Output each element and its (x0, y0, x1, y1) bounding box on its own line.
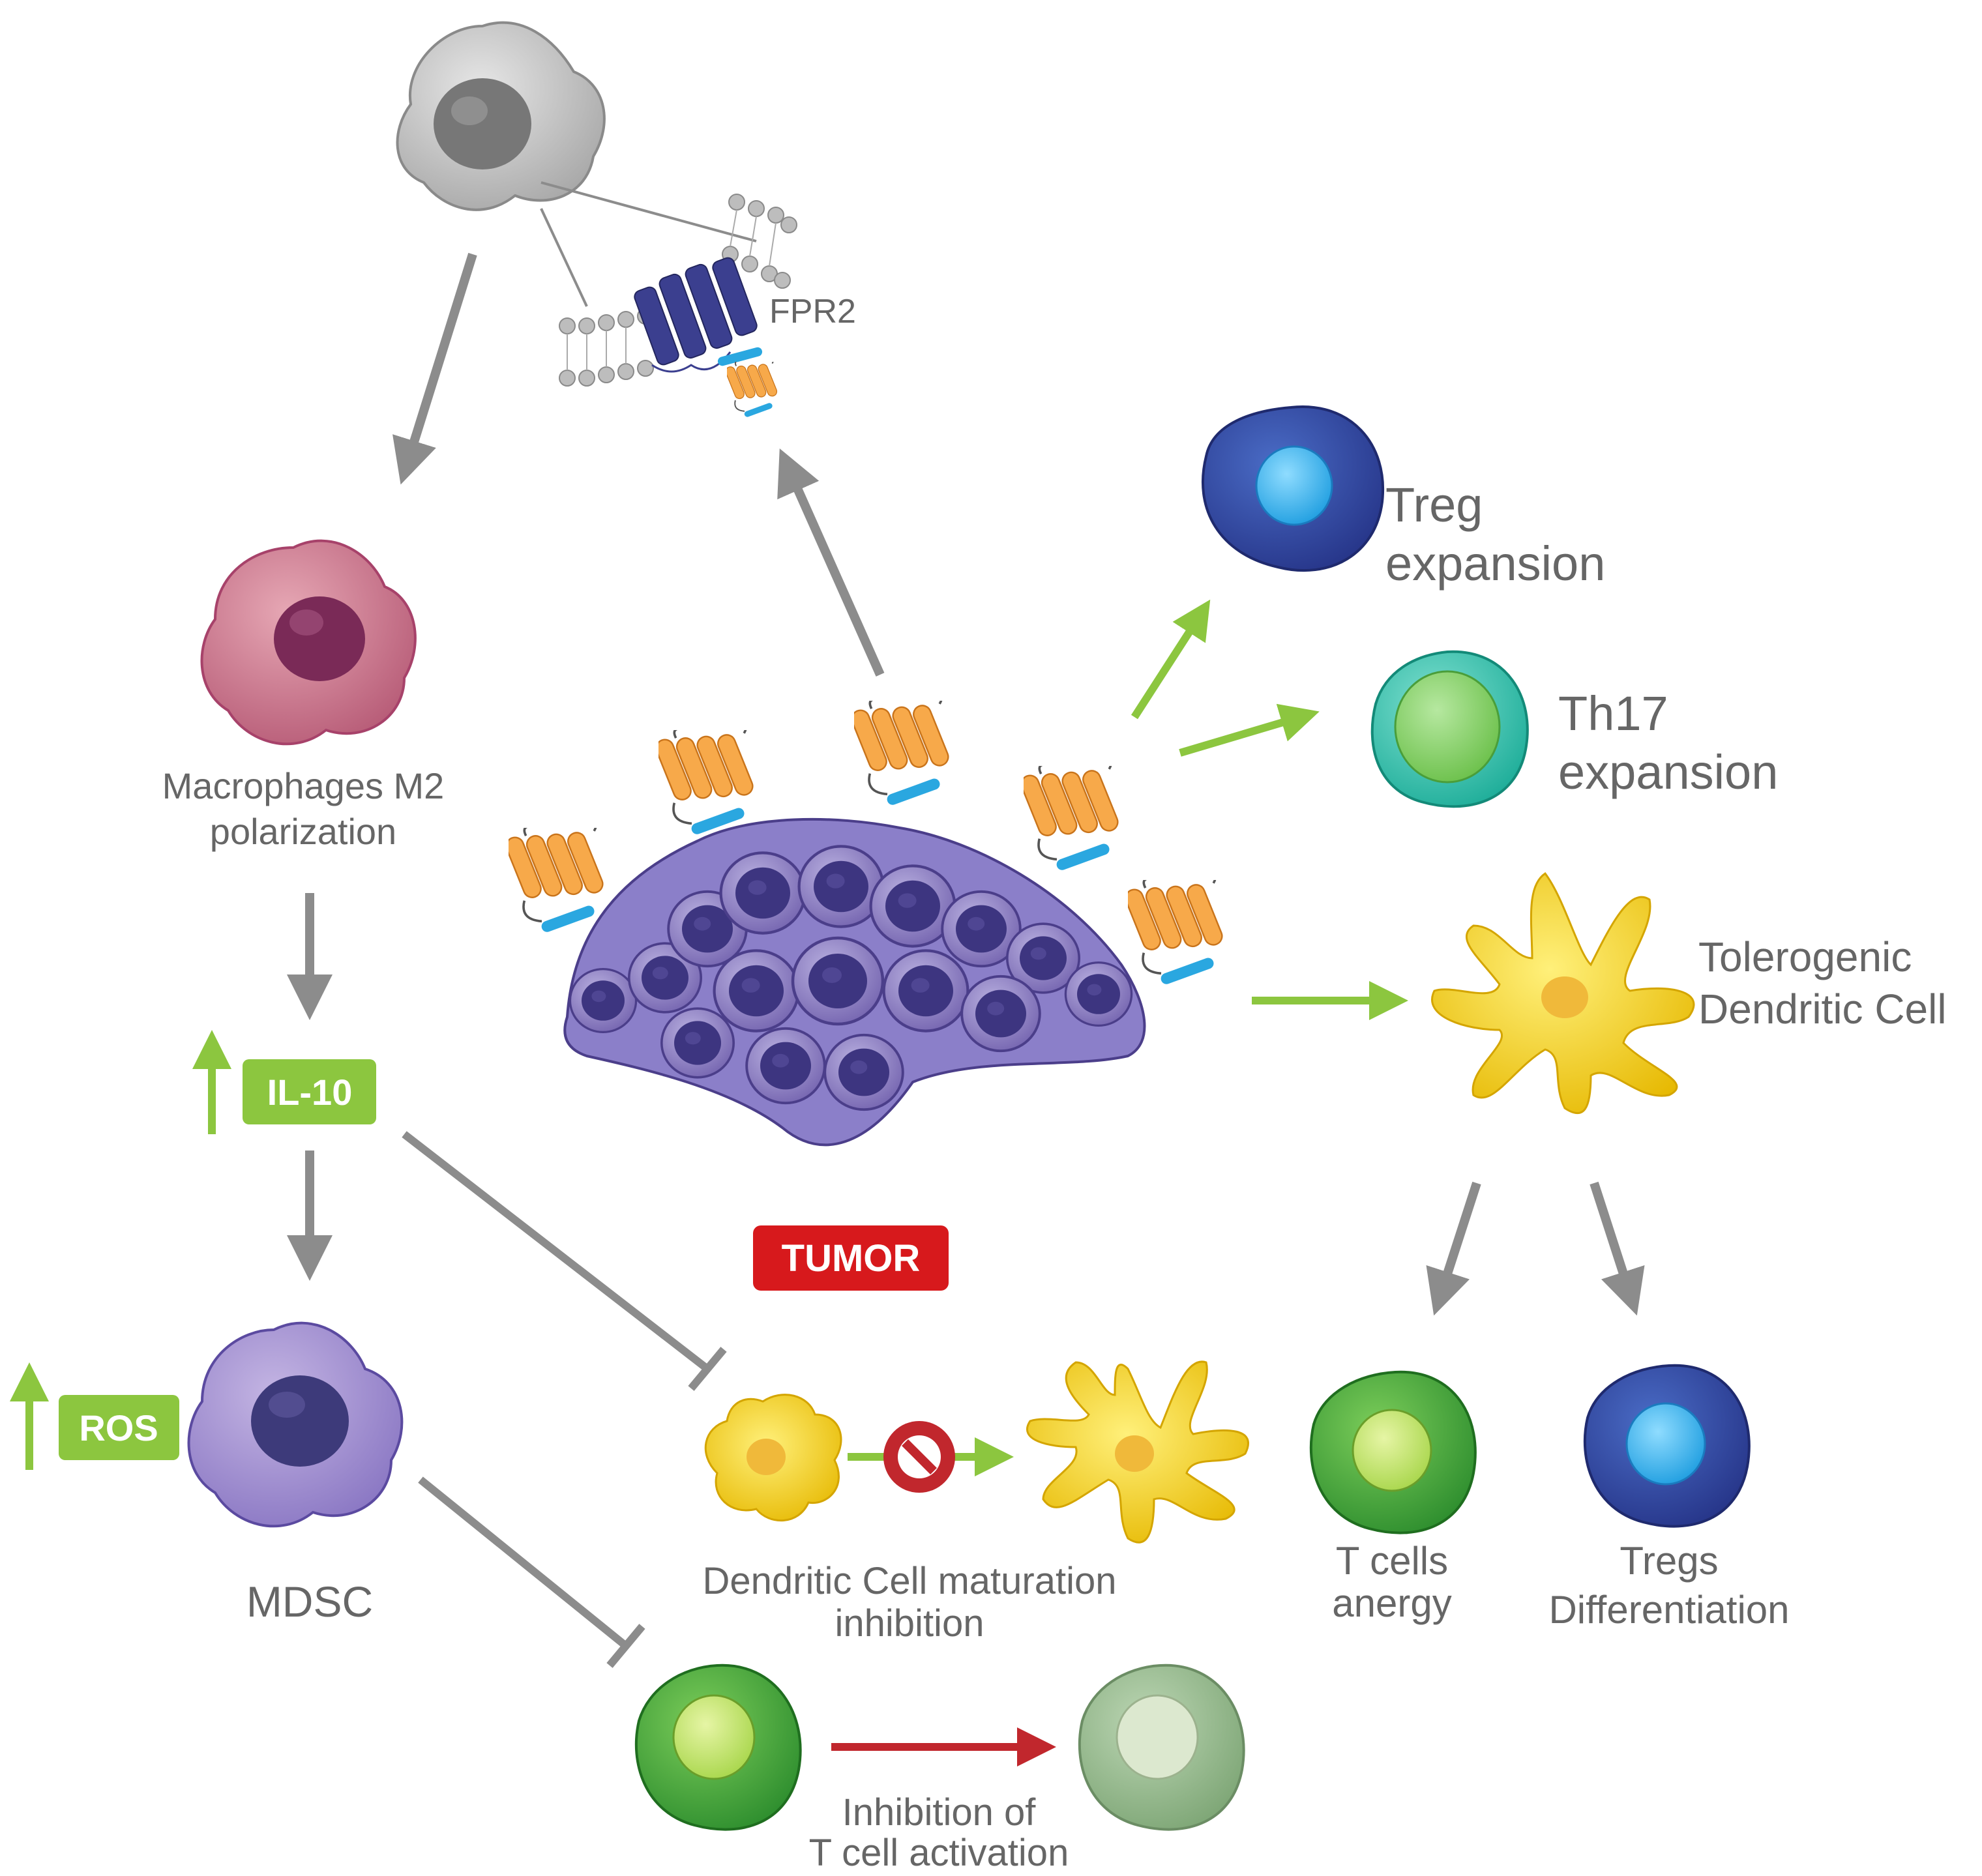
tregs-diff-label-line1: Tregs (1620, 1539, 1718, 1583)
dc-maturation-label-line1: Dendritic Cell maturation (702, 1560, 1116, 1602)
tregs-diff-label-line2: Differentiation (1548, 1588, 1789, 1632)
tcell-activation-label-line2: T cell activation (809, 1832, 1069, 1874)
naive-t-cell-icon (634, 1663, 802, 1831)
immature-dendritic-cell-icon (704, 1394, 842, 1522)
no-entry-icon (883, 1421, 955, 1493)
fpr2-label: FPR2 (769, 293, 856, 330)
il10-label: IL-10 (267, 1072, 353, 1113)
arrow-dc-to-tregs (1590, 1181, 1645, 1316)
arrow-dc-to-anergy (1426, 1181, 1481, 1316)
ros-badge: ROS (59, 1395, 179, 1460)
t-cell-anergy-icon (1309, 1370, 1477, 1534)
arrow-tumor-to-fpr2 (777, 448, 885, 677)
treg-cell-icon (1202, 405, 1385, 572)
arrow-tumor-to-treg (1131, 599, 1211, 720)
peptide-icon (658, 730, 757, 837)
arrow-tumor-to-th17 (1179, 703, 1320, 757)
mdsc-label: MDSC (246, 1577, 373, 1626)
th17-label-line1: Th17 (1558, 686, 1668, 740)
dc-maturation-label-line2: inhibition (835, 1602, 984, 1645)
tolerogenic-label-line1: Tolerogenic (1698, 933, 1912, 980)
inhibition-mdsc-to-tcell (418, 1476, 645, 1668)
arrow-macrophage-to-m2 (392, 252, 477, 485)
ros-label: ROS (79, 1407, 158, 1448)
inactive-t-cell-icon (1078, 1663, 1245, 1831)
tumor-badge: TUMOR (753, 1225, 949, 1291)
mature-dendritic-cell-icon (1026, 1360, 1249, 1544)
fpr2-receptor-icon (540, 181, 797, 418)
m2-macrophage-icon (200, 539, 417, 746)
treg-label-line1: Treg (1385, 478, 1483, 532)
inhibition-il10-to-dc (402, 1131, 727, 1391)
tregs-differentiation-cell-icon (1583, 1364, 1751, 1528)
tolerogenic-dendritic-cell-icon (1431, 872, 1695, 1115)
macrophages-label-line2: polarization (210, 811, 396, 852)
peptide-icon (1024, 766, 1122, 873)
treg-label-line2: expansion (1385, 536, 1605, 591)
tumor-label: TUMOR (782, 1237, 921, 1280)
tcell-activation-label-line1: Inhibition of (842, 1791, 1037, 1834)
th17-label-line2: expansion (1558, 745, 1778, 799)
peptide-icon (509, 828, 607, 935)
resting-macrophage-icon (396, 21, 606, 211)
peptide-icon (854, 701, 953, 808)
tcells-anergy-label-line1: T cells (1336, 1539, 1448, 1583)
il10-badge: IL-10 (243, 1059, 376, 1124)
tcells-anergy-label-line2: anergy (1332, 1581, 1451, 1625)
peptide-icon (1128, 880, 1226, 987)
mdsc-cell-icon (187, 1321, 404, 1528)
tumor-mass-icon (563, 817, 1146, 1147)
th17-cell-icon (1370, 650, 1529, 808)
macrophages-label-line1: Macrophages M2 (162, 765, 445, 806)
tolerogenic-label-line2: Dendritic Cell (1698, 986, 1947, 1033)
